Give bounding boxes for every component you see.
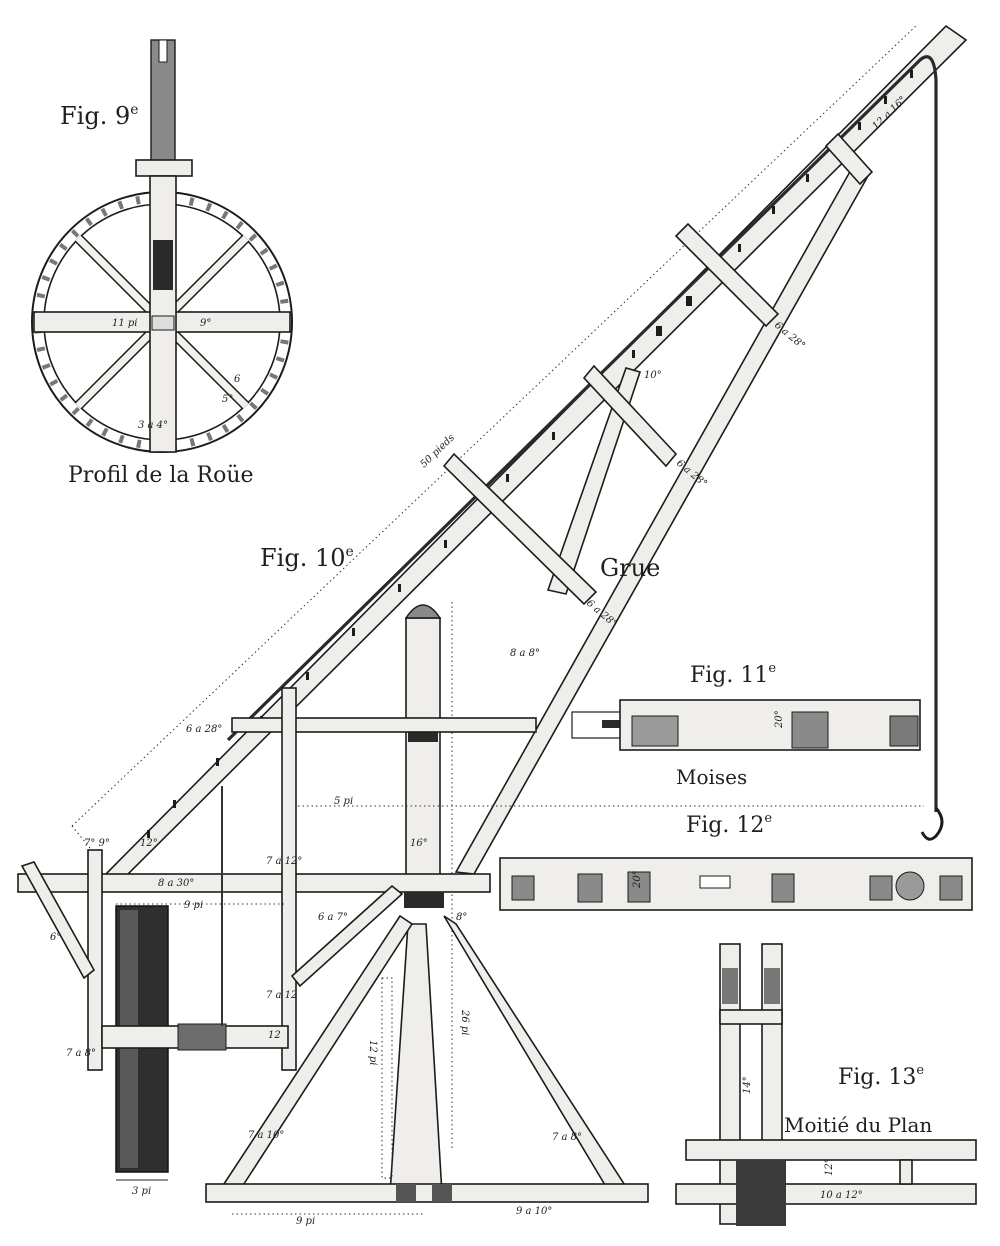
upper-cross-beam [231, 717, 537, 733]
fig10-crane: 50 pieds 6 a 28° 6 a 28° 6 a 28° 6 a 28°… [17, 23, 968, 1227]
fig13-mast-foot [736, 1160, 786, 1226]
right-base-leg [443, 915, 630, 1191]
jib-measure-tick [71, 825, 91, 849]
dim-jib-6a28-a: 6 a 28° [186, 724, 222, 735]
dim-left-12: 12° [140, 838, 158, 849]
dim-left-6: 6° [50, 932, 61, 943]
dim-base-9a10: 9 a 10° [516, 1206, 552, 1217]
right-frame-post [281, 687, 297, 1071]
fig9-title: Profil de la Roüe [68, 463, 254, 488]
fig9-wheel-profile: 11 pi 9° 3 a 4° 5° 6 Fig. 9e Profil de l… [31, 39, 293, 488]
fig13-half-plan: 14° 12° 10 a 12° Fig. 13e Moitié du Plan [675, 943, 977, 1226]
base-block-2 [432, 1184, 452, 1202]
fig13-block-left [722, 968, 738, 1004]
fig11-block-1 [631, 715, 679, 747]
jib-inner-strut [546, 367, 642, 595]
fig9-hub [151, 315, 175, 331]
dim-mast-12pi: 12 pi [367, 1040, 378, 1066]
dim-span-5pi: 5 pi [334, 796, 353, 807]
fig9-vertical-shaft [149, 175, 177, 453]
dim-wheel-9: 9° [200, 318, 211, 329]
dim-wheel-5: 5° [222, 394, 233, 405]
windlass-drum [177, 1023, 227, 1051]
dim-leg-7: 7 a 8° [552, 1132, 582, 1143]
dim-leg-7a10: 7 a 10° [248, 1130, 284, 1141]
mast [405, 617, 441, 891]
fig13-stud [899, 1159, 913, 1185]
mast-collar [408, 732, 438, 742]
right-brace [290, 884, 404, 988]
dim-moise-20: 20° [774, 710, 785, 729]
fig10-label: Fig. 10e [260, 544, 354, 572]
dim-axle-12: 12 [268, 1030, 281, 1041]
dim-post-7a12: 7 a 12° [266, 856, 302, 867]
fig9-label: Fig. 9e [60, 102, 139, 130]
dim-post-7a12-b: 7 a 12 [266, 990, 297, 1001]
dim-wheel-3pi: 3 pi [132, 1186, 151, 1197]
dim-fig13-10a12: 10 a 12° [820, 1190, 863, 1201]
dim-left-7-9: 7° 9° [84, 838, 110, 849]
dim-mast-8: 8° [456, 912, 467, 923]
fig13-title: Moitié du Plan [784, 1113, 932, 1137]
fig9-shaft-mortise [153, 240, 173, 290]
fig11-label: Fig. 11e [690, 661, 776, 688]
dim-strut-8a8: 8 a 8° [510, 648, 540, 659]
fig11-title: Moises [676, 765, 747, 789]
mast-foot-measure [381, 977, 393, 1179]
mast-foot [389, 923, 443, 1195]
jib-clamp-1 [442, 452, 598, 606]
dim-fig12-20: 20° [632, 870, 643, 889]
fig13-top-tie [719, 1009, 783, 1025]
dim-mast-26pi: 26 pi [459, 1009, 470, 1036]
dim-jib-10: 10° [644, 370, 662, 381]
fig11-block-2 [791, 711, 829, 749]
fig10-title: Grue [600, 554, 660, 582]
dim-wheel-9pi: 9 pi [184, 900, 203, 911]
dim-beam-8a30: 8 a 30° [158, 878, 194, 889]
fig12-pivot [895, 871, 925, 901]
jib-clamp-3 [674, 222, 780, 328]
fig13-upper-sill [685, 1139, 977, 1161]
main-cross-beam [17, 873, 491, 893]
fig9-crossbar [135, 159, 193, 177]
hoist-rope [226, 55, 938, 812]
dim-wheel-6: 6 [234, 374, 241, 385]
dim-base-9pi: 9 pi [296, 1216, 315, 1227]
fig12-blocks [511, 871, 963, 903]
jib-bolt-marks [147, 70, 913, 838]
fig9-post-slot [158, 39, 168, 63]
dim-fig13-14: 14° [742, 1076, 753, 1094]
base-block-1 [396, 1184, 416, 1202]
fig11-block-3 [889, 715, 919, 747]
fig12-beam: 20° Fig. 12e [499, 811, 973, 911]
fig11-moises: 20° Fig. 11e Moises [571, 661, 921, 789]
dim-brace-6a7: 6 a 7° [318, 912, 348, 923]
fig11-slot [602, 720, 624, 728]
left-frame-post [87, 849, 103, 1071]
hook [920, 807, 944, 841]
jib-clamp-2 [582, 364, 678, 468]
dim-mast-16: 16° [410, 838, 428, 849]
fig11-bolt-end [571, 711, 623, 739]
dim-left-7a: 7 a 8° [66, 1048, 96, 1059]
fig12-label: Fig. 12e [686, 811, 772, 838]
fig13-label: Fig. 13e [838, 1063, 924, 1090]
dim-fig13-12: 12° [824, 1158, 835, 1176]
fig13-block-right [764, 968, 780, 1004]
dim-wheel-11pi: 11 pi [112, 318, 138, 329]
jib-measure-line [71, 23, 919, 827]
jib-clamp-4 [824, 132, 874, 186]
base-sill [205, 1183, 649, 1203]
fig12-mortise [699, 875, 731, 889]
dim-wheel-3a4: 3 a 4° [138, 420, 168, 431]
left-brace [20, 861, 96, 980]
mast-pivot-cap [404, 604, 442, 619]
mast-base-collar [404, 892, 444, 908]
